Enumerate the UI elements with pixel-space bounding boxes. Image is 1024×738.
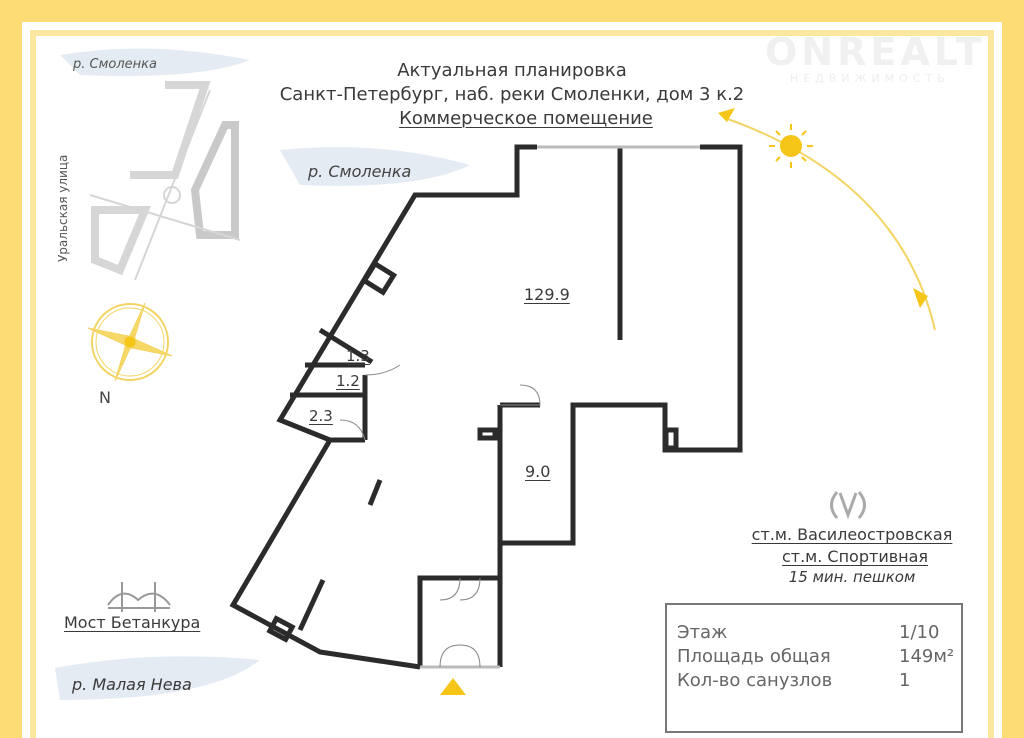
title-line1: Актуальная планировка (397, 60, 627, 81)
sun-icon (769, 124, 813, 168)
site-map-icon (89, 81, 241, 281)
windows (420, 145, 700, 669)
river-label-mid: р. Смоленка (308, 162, 412, 181)
sun-arrow-end (913, 288, 928, 308)
metro-icon (830, 491, 866, 520)
info-bathrooms-value: 1 (899, 670, 911, 691)
street-label: Уральская улица (56, 154, 70, 262)
river-mid (280, 147, 470, 186)
room-area-wc1: 1.3 (346, 347, 370, 365)
compass-north-label: N (99, 388, 111, 407)
info-area-value: 149м² (899, 646, 955, 667)
room-area-storage: 9.0 (525, 462, 551, 481)
metro-walk-time: 15 мин. пешком (788, 568, 916, 586)
frame-inner (36, 36, 988, 738)
doors (339, 364, 541, 668)
floor-plan-drawing (55, 48, 936, 700)
title-property-type: Коммерческое помещение (399, 108, 653, 129)
floor-plan-walls (229, 144, 743, 670)
river-label-top: р. Смоленка (73, 57, 157, 72)
info-floor-value: 1/10 (899, 622, 940, 643)
room-area-bath: 2.3 (309, 407, 333, 425)
metro-station-1: ст.м. Василеостровская (751, 525, 953, 544)
room-area-wc2: 1.2 (336, 372, 360, 390)
metro-station-2: ст.м. Спортивная (781, 547, 929, 566)
entrance-arrow-icon (440, 678, 466, 695)
info-box: Этаж 1/10 Площадь общая 149м² Кол-во сан… (665, 603, 963, 733)
info-bathrooms-label: Кол-во санузлов (677, 670, 833, 691)
watermark-sub: НЕДВИЖИМОСТЬ (790, 72, 950, 85)
river-bottom (55, 656, 260, 700)
title-address: Санкт-Петербург, наб. реки Смоленки, дом… (279, 84, 745, 105)
info-area-label: Площадь общая (677, 646, 831, 667)
compass-icon (87, 302, 173, 382)
sun-arrow-start (718, 108, 735, 122)
room-area-main: 129.9 (524, 285, 570, 304)
river-label-bottom: р. Малая Нева (72, 675, 192, 694)
bridge-label: Мост Бетанкура (64, 613, 201, 632)
sun-path-arc (724, 117, 936, 331)
bridge-icon (107, 582, 171, 612)
info-floor-label: Этаж (677, 622, 728, 643)
watermark-logo: ONREALT (765, 30, 986, 74)
river-top (60, 48, 250, 76)
